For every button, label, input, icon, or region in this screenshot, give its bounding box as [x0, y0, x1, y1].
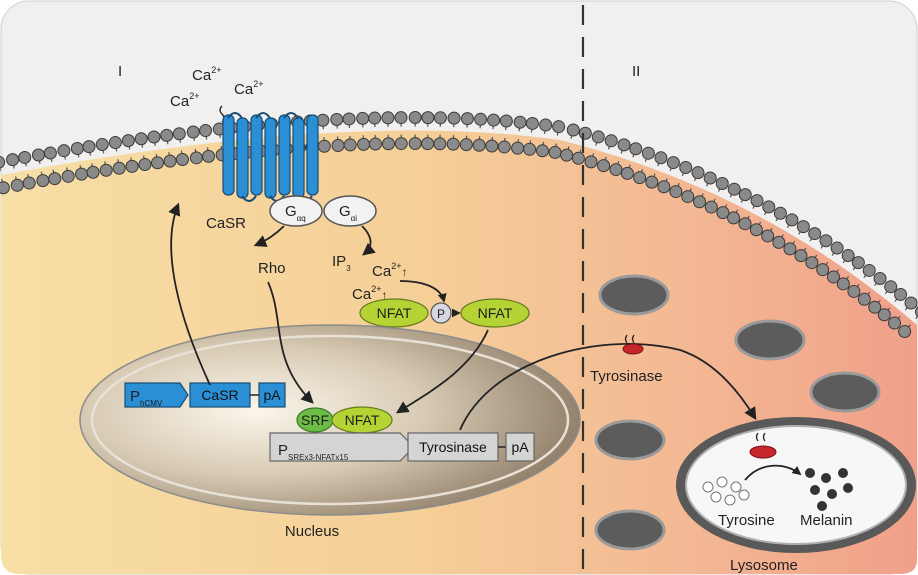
region-label-II: II [632, 63, 640, 80]
phosphate-icon: P [430, 302, 452, 324]
polya-signal-1 [258, 382, 286, 408]
tyrosine-molecules [702, 476, 750, 506]
hcmv-promoter [124, 382, 189, 408]
tyrosinase-reporter-cassette: PSREx3-NFATx15 Tyrosinase pA [269, 432, 535, 462]
casr-membrane-label: CaSR [206, 215, 246, 232]
tyrosinase-enzyme-icon [622, 334, 644, 355]
svg-text:Ca2+: Ca2+ [234, 79, 263, 98]
svg-text:Gαq: Gαq [285, 203, 306, 223]
svg-text:PhCMV: PhCMV [130, 388, 163, 408]
svg-text:Ca2+: Ca2+ [170, 91, 199, 110]
g-alpha-i-protein: Gαi [323, 195, 377, 227]
tyrosine-label: Tyrosine [718, 512, 775, 529]
tyrosinase-gene [407, 432, 499, 462]
nfat-nuclear: NFAT [331, 406, 393, 434]
g-alpha-q-protein: Gαq [269, 195, 323, 227]
svg-text:NFAT: NFAT [478, 305, 513, 321]
nfat-phosphorylated: NFAT [359, 298, 429, 328]
extracellular-calcium: Ca2+ Ca2+ Ca2+ [170, 65, 263, 110]
svg-text:NFAT: NFAT [377, 305, 412, 321]
melanosome-vesicles [594, 274, 881, 551]
svg-text:pA: pA [263, 387, 281, 403]
svg-text:Ca2+: Ca2+ [192, 65, 221, 84]
ip3-label: IP3 [332, 253, 351, 273]
conversion-arrow [744, 464, 802, 481]
calcium-label: Ca [170, 93, 190, 110]
svg-text:PSREx3-NFATx15: PSREx3-NFATx15 [278, 442, 349, 462]
melanin-granules [805, 468, 853, 511]
calcium-label: Ca [234, 81, 254, 98]
casr-expression-cassette: PhCMV CaSR pA [124, 382, 286, 408]
casr-gene [189, 382, 251, 408]
tyrosinase-label: Tyrosinase [590, 368, 663, 385]
svg-text:Tyrosinase: Tyrosinase [419, 439, 487, 455]
lysosome-label: Lysosome [730, 557, 798, 574]
melanin-label: Melanin [800, 512, 853, 529]
svg-text:NFAT: NFAT [345, 412, 380, 428]
svg-text:pA: pA [511, 439, 529, 455]
srf-factor: SRF [296, 407, 334, 433]
svg-text:P: P [437, 307, 445, 321]
casr-receptor-icon [222, 112, 319, 202]
polya-signal-2 [505, 432, 535, 462]
sre-nfat-promoter [269, 432, 415, 462]
svg-text:CaSR: CaSR [201, 387, 238, 403]
calcium-label: Ca [192, 67, 212, 84]
lysosome [676, 417, 916, 553]
calcium-increase-label-1: Ca2+↑ [372, 261, 407, 280]
calcium-increase-label-2: Ca2+↑ [352, 284, 387, 303]
nucleus-label: Nucleus [285, 523, 339, 540]
region-label-I: I [118, 63, 122, 80]
tyrosinase-enzyme-icon [749, 432, 777, 459]
nfat-active: NFAT [460, 298, 530, 328]
svg-text:Gαi: Gαi [339, 203, 357, 223]
pathway-arrows [168, 202, 757, 431]
svg-text:SRF: SRF [301, 412, 329, 428]
rho-label: Rho [258, 260, 286, 277]
